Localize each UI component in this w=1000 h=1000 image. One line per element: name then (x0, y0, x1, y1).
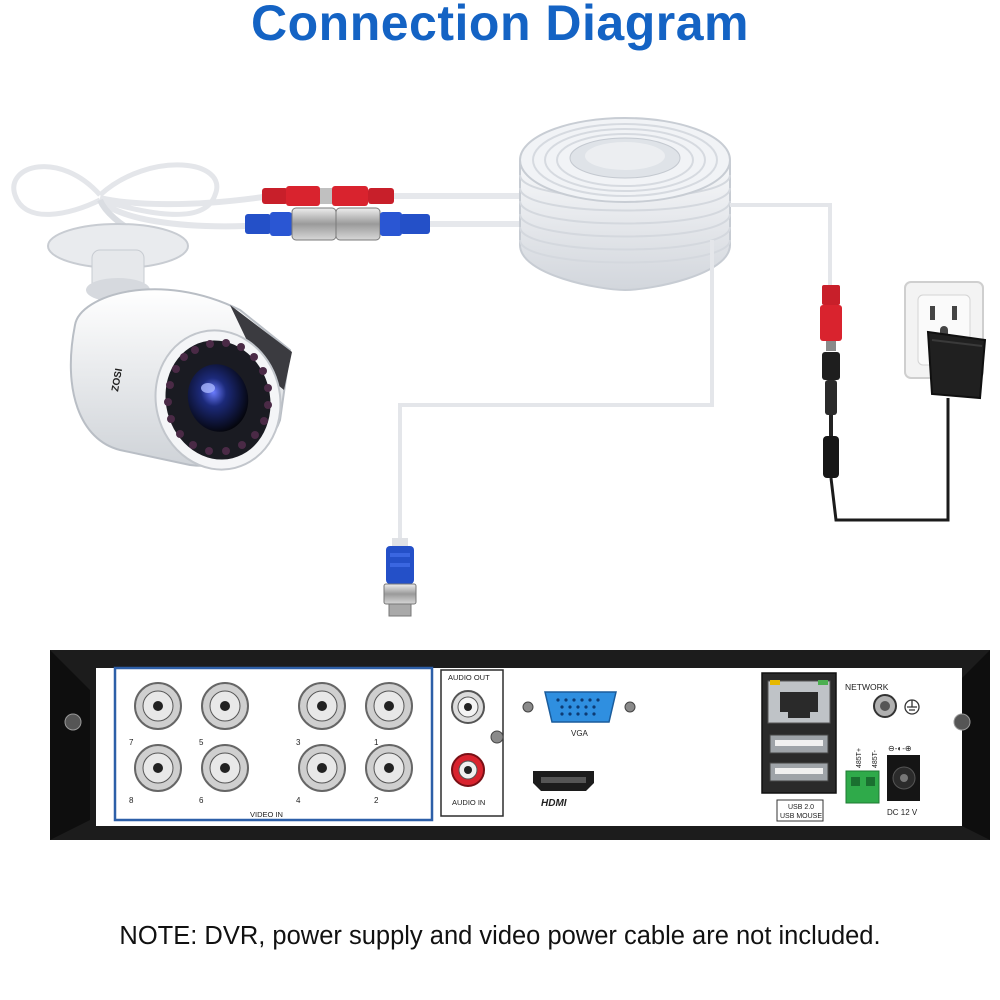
camera-brand: ZOSI (110, 367, 125, 392)
port-label-4: 4 (296, 796, 301, 805)
power-connector (820, 285, 950, 522)
port-label-5: 5 (199, 738, 204, 747)
network-label: NETWORK (845, 682, 889, 692)
hdmi-label: HDMI (541, 798, 567, 809)
video-in-box (113, 666, 434, 822)
rs485-plus-label: 485T+ (856, 748, 863, 768)
bnc-ports (134, 682, 413, 792)
disclaimer-note: NOTE: DVR, power supply and video power … (119, 922, 881, 950)
cable-coil (398, 117, 832, 540)
port-label-1: 1 (374, 738, 379, 747)
power-adapter (926, 330, 987, 400)
port-label-6: 6 (199, 796, 204, 805)
ground-symbol (904, 699, 920, 715)
vga-label: VGA (571, 729, 589, 738)
usb-label-line2: USB MOUSE (780, 813, 822, 820)
vga-port (544, 691, 617, 723)
diagram-title: Connection Diagram (251, 0, 749, 51)
video-bnc-connector (383, 538, 417, 617)
usb-label-line1: USB 2.0 (788, 804, 814, 811)
video-in-label: VIDEO IN (250, 810, 283, 819)
dvr-rear-panel: 7 5 3 1 8 6 4 2 VIDEO IN AUDIO OUT AUDIO… (50, 650, 990, 840)
bullet-camera: ZOSI (11, 162, 292, 471)
camera-connectors (245, 186, 540, 241)
audio-out-label: AUDIO OUT (448, 673, 490, 682)
port-label-7: 7 (129, 738, 134, 747)
rs485-terminal (845, 770, 880, 804)
port-label-2: 2 (374, 796, 379, 805)
port-label-8: 8 (129, 796, 134, 805)
audio-in-label: AUDIO IN (452, 798, 485, 807)
rs485-minus-label: 485T- (872, 749, 879, 768)
dc-label: DC 12 V (887, 808, 918, 817)
port-label-3: 3 (296, 738, 301, 747)
dc-polarity: ⊖-◐-⊕ (888, 744, 912, 753)
